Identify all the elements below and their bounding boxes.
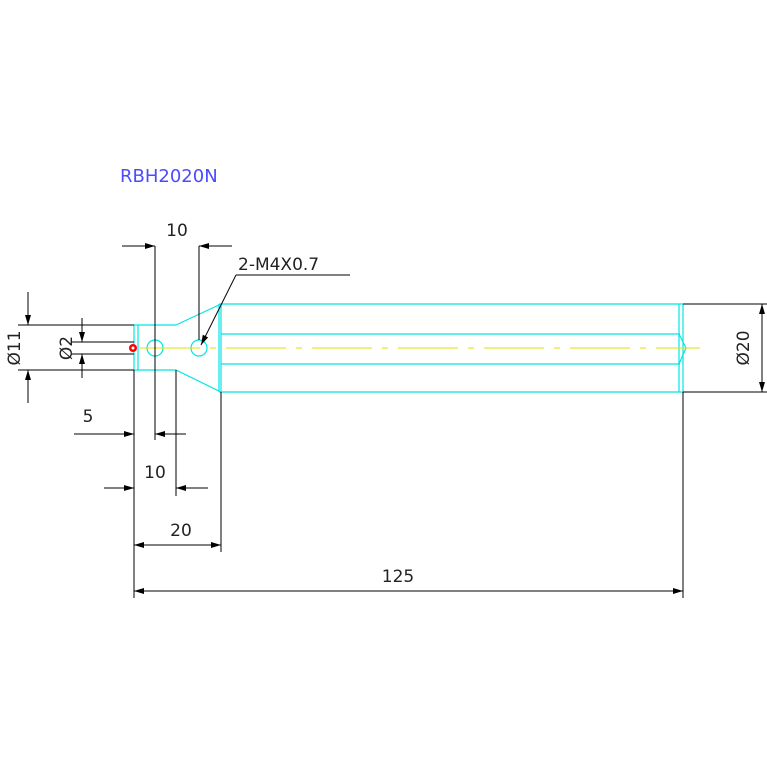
dimension-lines [18, 243, 767, 598]
drawing-title: RBH2020N [120, 166, 218, 187]
dim-len-125: 125 [382, 567, 414, 587]
dim-len-10-top: 10 [166, 221, 188, 241]
coolant-hole-marker-dot [131, 346, 135, 350]
dim-dia-11: Ø11 [5, 330, 25, 365]
dim-dia-20: Ø20 [734, 330, 754, 365]
drawing-area [0, 160, 767, 600]
thread-callout: 2-M4X0.7 [238, 255, 319, 275]
dim-len-10-bottom: 10 [144, 463, 166, 483]
dim-dia-2: Ø2 [57, 336, 77, 360]
dim-len-20: 20 [170, 521, 192, 541]
dim-len-5: 5 [83, 407, 94, 427]
